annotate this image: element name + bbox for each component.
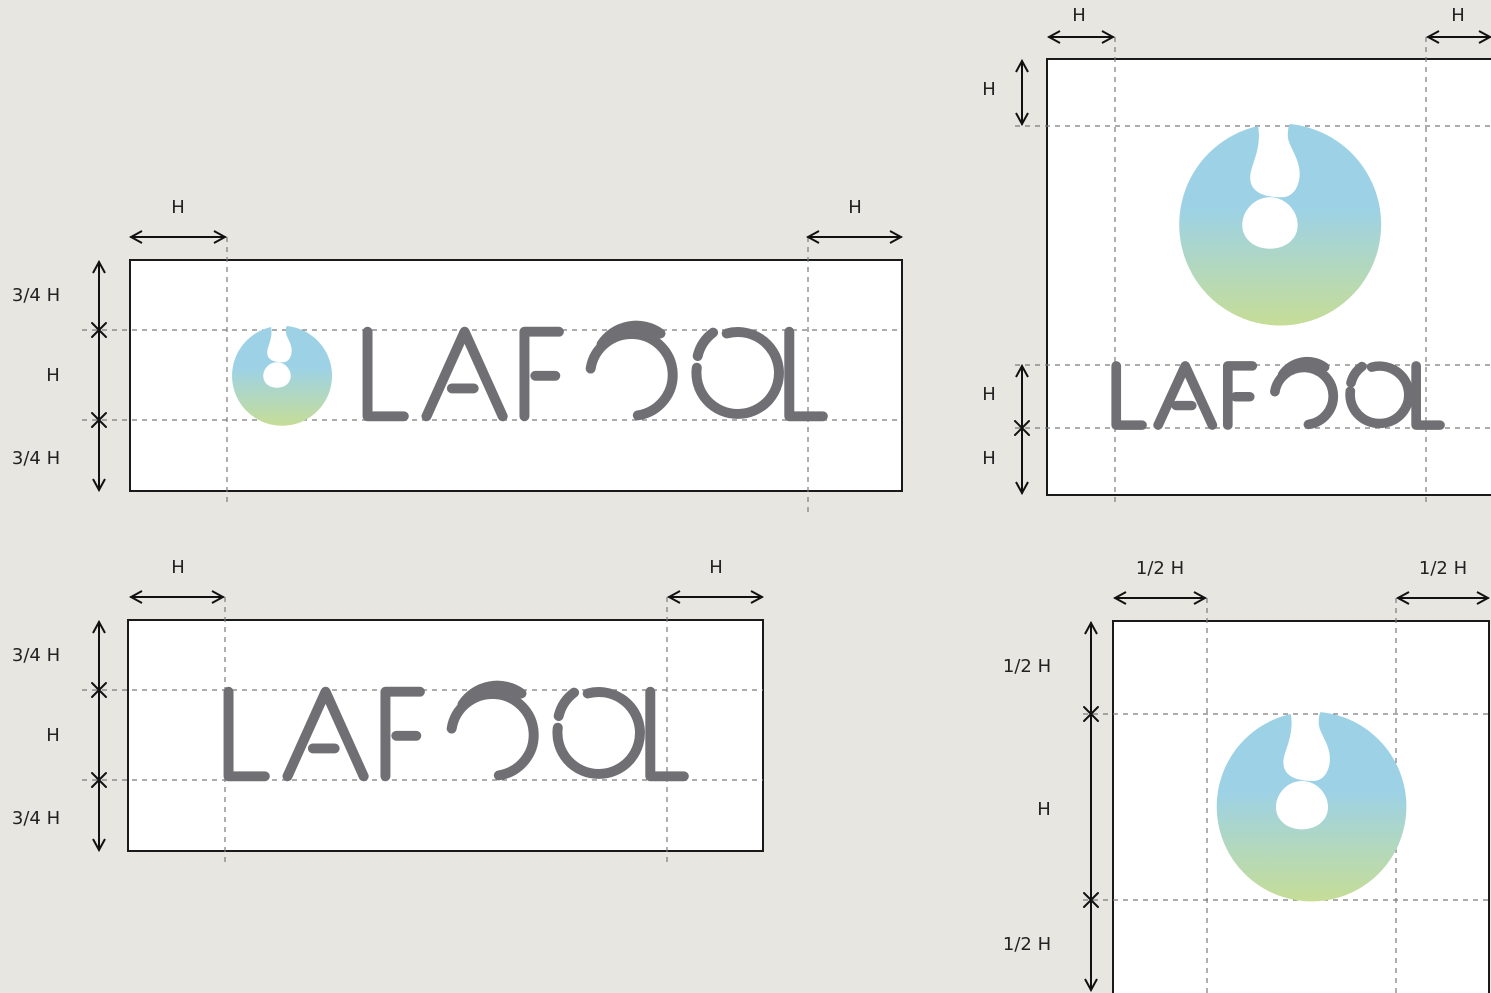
dimension-label-h: H [1072,5,1086,26]
dimension-label-h: H [848,197,862,218]
dimension-label-h: H [46,725,60,746]
dimension-label-h: H [171,557,185,578]
panel-horizontal-full: H H 3/4 H H 3/4 H [12,197,903,512]
dimension-label-h: H [709,557,723,578]
dimension-label-h: H [46,365,60,386]
wordmark-only-box [127,619,764,852]
dimension-tick [91,682,107,698]
dimension-label-three-quarter-h: 3/4 H [12,285,60,306]
dimension-label-half-h: 1/2 H [1003,656,1051,677]
dimension-tick [91,322,107,338]
dimension-label-h: H [1451,5,1465,26]
dimension-tick [1014,420,1030,436]
dimension-label-h: H [171,197,185,218]
panel-emblem-only: 1/2 H 1/2 H 1/2 H H 1/2 H [1003,558,1491,993]
panel-vertical-stacked: H H H H H [982,5,1491,502]
dimension-label-h: H [982,384,996,405]
emblem-only-box [1112,620,1490,993]
dimension-label-h: H [1037,799,1051,820]
dimension-label-h: H [982,79,996,100]
dimension-label-h: H [982,448,996,469]
panel-wordmark-only: H H 3/4 H H 3/4 H [12,557,764,866]
dimension-label-three-quarter-h: 3/4 H [12,808,60,829]
dimension-label-half-h: 1/2 H [1003,934,1051,955]
dimension-label-three-quarter-h: 3/4 H [12,645,60,666]
dimension-label-three-quarter-h: 3/4 H [12,448,60,469]
dimension-tick [91,772,107,788]
dimension-tick [1083,892,1099,908]
dimension-tick [1083,706,1099,722]
dimension-tick [91,412,107,428]
dimension-label-half-h: 1/2 H [1419,558,1467,579]
dimension-label-half-h: 1/2 H [1136,558,1184,579]
